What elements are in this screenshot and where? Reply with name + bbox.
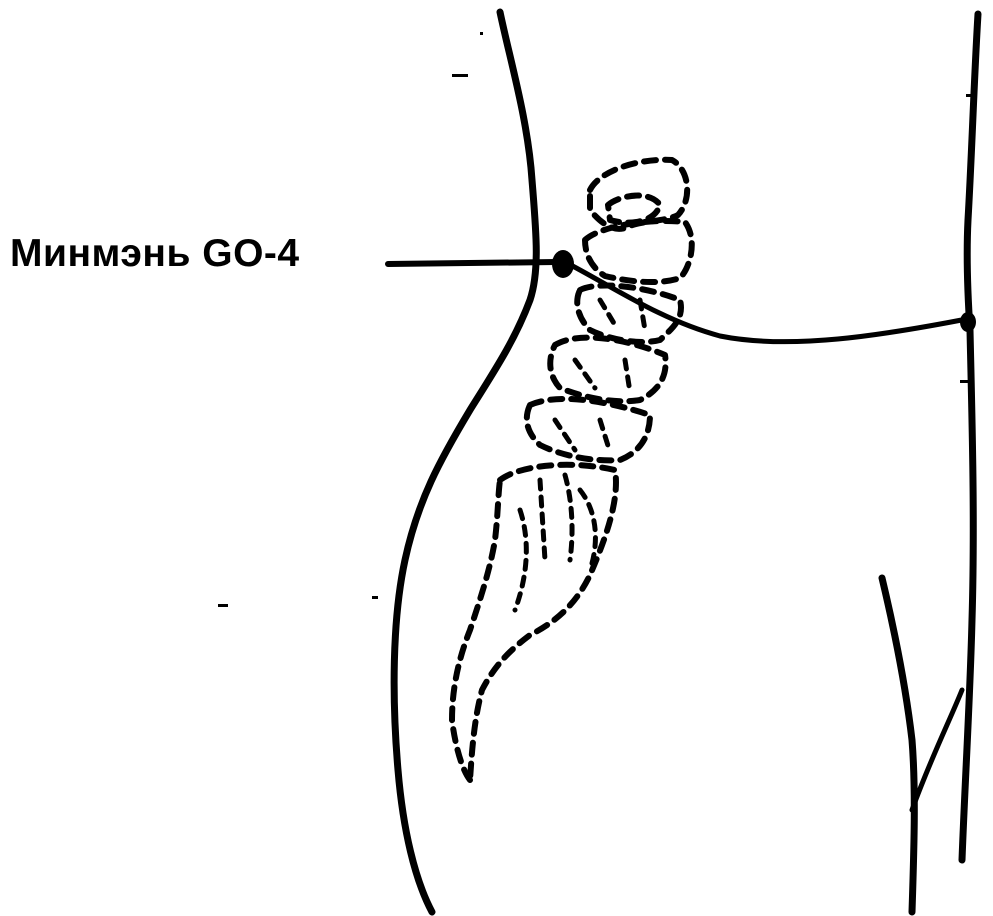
speck (218, 604, 228, 607)
front-contour (962, 14, 978, 860)
acupoint-label: Минмэнь GO-4 (10, 234, 300, 273)
leg-crease (882, 578, 914, 912)
speck (960, 380, 972, 383)
waist-marker (960, 312, 976, 332)
leg-crease-branch (912, 690, 962, 810)
acupoint-marker (552, 250, 574, 278)
speck (480, 32, 483, 35)
speck (966, 94, 976, 97)
waist-line (565, 262, 972, 342)
speck (372, 596, 378, 599)
speck (452, 74, 468, 77)
leader-line (388, 262, 556, 264)
spine-outline (452, 160, 692, 780)
